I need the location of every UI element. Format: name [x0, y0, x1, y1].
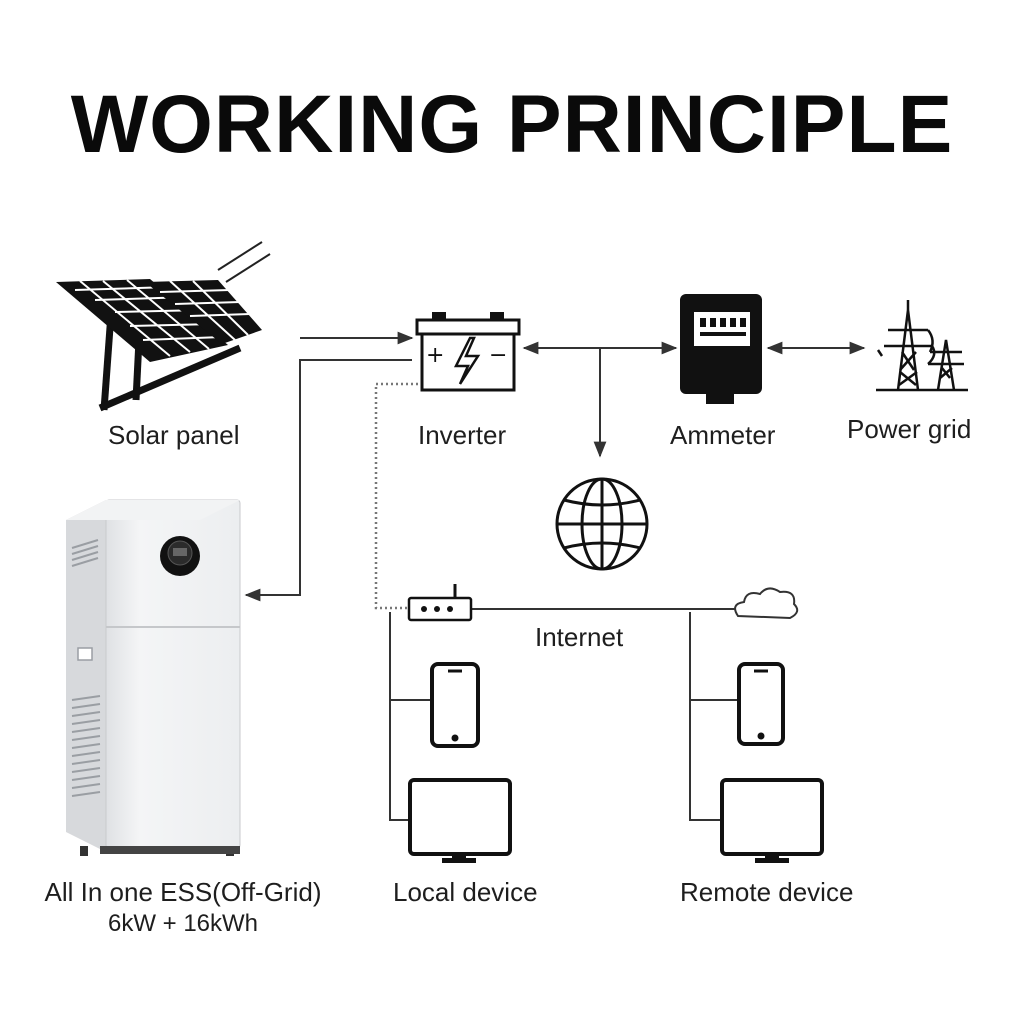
- local-phone-icon: [430, 662, 480, 748]
- connection-lines: [244, 331, 866, 821]
- router-icon: [407, 584, 473, 622]
- svg-text:+: +: [426, 343, 444, 368]
- remote-phone-icon: [737, 662, 785, 746]
- remote-monitor-icon: [720, 778, 824, 863]
- local-monitor-icon: [408, 778, 512, 863]
- globe-icon: [555, 477, 649, 571]
- power-grid-label: Power grid: [847, 414, 972, 444]
- solar-panel-icon: [56, 279, 262, 412]
- local-device-label: Local device: [393, 877, 538, 907]
- inverter-label: Inverter: [418, 420, 507, 450]
- solar-panel-label: Solar panel: [108, 420, 240, 450]
- internet-label: Internet: [535, 622, 624, 652]
- ess-spec-label: 6kW + 16kWh: [107, 910, 259, 937]
- ammeter-icon: [680, 294, 762, 404]
- inverter-icon: + −: [415, 312, 521, 392]
- ammeter-label: Ammeter: [670, 420, 776, 450]
- data-link-line: [374, 382, 418, 610]
- svg-text:−: −: [489, 343, 507, 368]
- ess-label: All In one ESS(Off-Grid): [44, 877, 322, 907]
- cloud-icon: [734, 587, 799, 620]
- sun-rays-icon: [217, 241, 271, 283]
- ess-cabinet-image: [66, 499, 241, 856]
- power-grid-icon: [876, 300, 968, 392]
- page-title: WORKING PRINCIPLE: [70, 79, 954, 170]
- remote-device-label: Remote device: [680, 877, 854, 907]
